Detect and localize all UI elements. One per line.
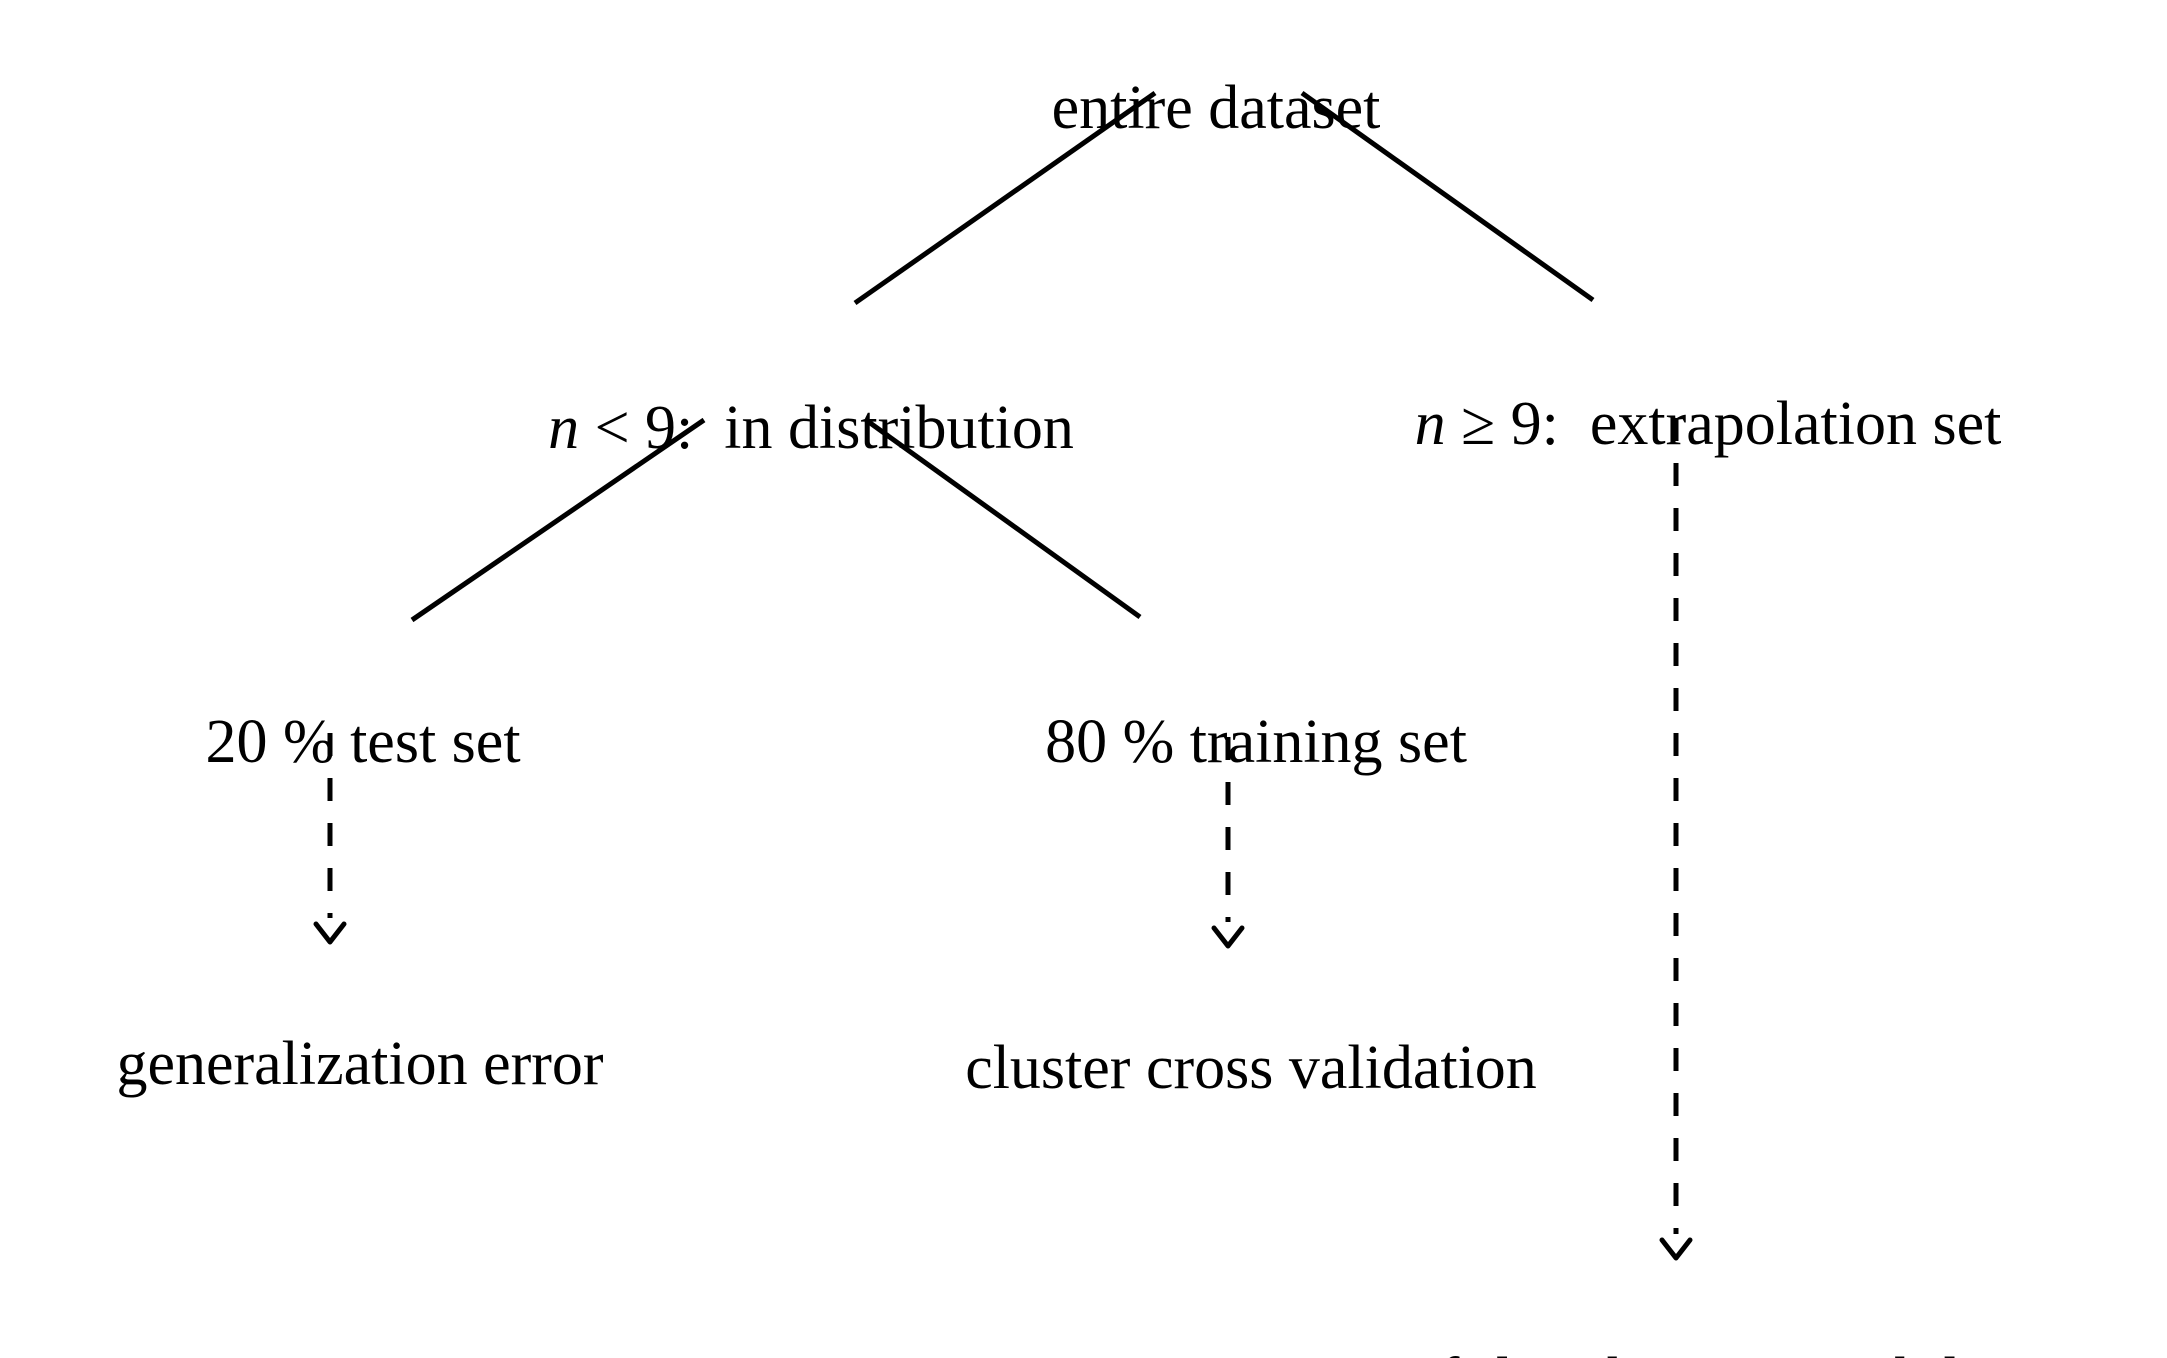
- math-relation: ≥ 9:: [1445, 390, 1590, 459]
- node-out-of-distribution: out-of-distribution capabilities: [1246, 1278, 2064, 1358]
- node-cluster-cross-validation-label: cluster cross validation: [965, 1034, 1537, 1103]
- math-relation: < 9:: [579, 394, 725, 463]
- edge-root-to-in-distribution: [853, 90, 1157, 306]
- arrowhead-down-icon: [313, 921, 347, 945]
- node-cluster-cross-validation: cluster cross validation: [903, 966, 1537, 1171]
- node-in-distribution: n < 9: in distribution: [486, 326, 1074, 531]
- node-extrapolation-set-label: extrapolation set: [1589, 390, 2002, 459]
- node-training-set-label: 80 % training set: [1045, 708, 1467, 777]
- arrowhead-down-icon: [1211, 925, 1245, 949]
- node-test-set: 20 % test set: [143, 640, 520, 845]
- math-var-n: n: [548, 394, 580, 463]
- math-var-n: n: [1414, 390, 1446, 459]
- arrowhead-down-icon: [1659, 1237, 1693, 1261]
- edge-in-distribution-to-test-set: [410, 417, 706, 623]
- node-generalization-error: generalization error: [54, 962, 603, 1167]
- node-test-set-label: 20 % test set: [205, 708, 521, 777]
- node-generalization-error-label: generalization error: [116, 1030, 604, 1099]
- node-in-distribution-label: in distribution: [724, 394, 1074, 463]
- node-training-set: 80 % training set: [983, 640, 1467, 845]
- node-entire-dataset: entire dataset: [990, 6, 1381, 211]
- edge-in-distribution-to-training-set: [864, 417, 1142, 620]
- node-out-of-distribution-label: out-of-distribution capabilities: [1308, 1346, 2064, 1358]
- node-entire-dataset-label: entire dataset: [1051, 74, 1381, 143]
- edge-root-to-extrapolation: [1300, 90, 1595, 303]
- node-extrapolation-set: n ≥ 9: extrapolation set: [1353, 322, 2002, 527]
